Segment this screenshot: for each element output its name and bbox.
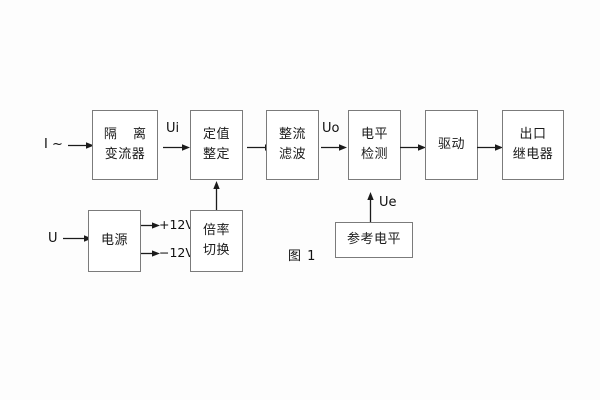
arrow-drive-to-output-relay xyxy=(477,144,503,151)
label-uo: Uo xyxy=(322,121,340,136)
block-rectify-line-2: 滤波 xyxy=(278,147,306,162)
block-reference-line-1: 参考电平 xyxy=(346,231,401,247)
block-multiplier-switch[interactable]: 倍率 切换 xyxy=(190,210,243,272)
label-supply-positive: +12V xyxy=(159,217,194,232)
arrow-multiplier-to-setting xyxy=(213,181,220,210)
block-multiplier-line-1: 倍率 xyxy=(202,222,230,238)
block-power-supply[interactable]: 电源 xyxy=(88,210,141,272)
arrow-supply-negative xyxy=(141,250,160,257)
block-multiplier-line-2: 切换 xyxy=(202,243,230,258)
block-level-detect-line-1: 电平 xyxy=(360,126,388,142)
block-output-relay[interactable]: 出口 继电器 xyxy=(502,110,564,180)
block-isolation-line-1: 隔 离 xyxy=(103,126,153,142)
block-setting-line-2: 整定 xyxy=(202,147,230,162)
block-drive-line-1: 驱动 xyxy=(437,136,465,152)
block-drive[interactable]: 驱动 xyxy=(425,110,478,180)
arrow-level-detect-to-drive xyxy=(400,144,426,151)
block-level-detection[interactable]: 电平 检测 xyxy=(348,110,401,180)
block-rectify-filter[interactable]: 整流 滤波 xyxy=(266,110,319,180)
arrow-current-to-isolation xyxy=(68,142,94,149)
block-output-relay-line-1: 出口 xyxy=(519,126,547,142)
label-supply-negative: −12V xyxy=(159,245,194,260)
label-voltage-input: U xyxy=(48,231,58,246)
block-level-detect-line-2: 检测 xyxy=(360,147,388,162)
label-current-input: I ~ xyxy=(44,137,63,152)
block-power-line-1: 电源 xyxy=(100,232,128,248)
block-output-relay-line-2: 继电器 xyxy=(512,147,554,162)
arrow-reference-to-level-detect xyxy=(367,192,374,222)
figure-caption: 图 1 xyxy=(288,249,317,264)
block-setting-adjust[interactable]: 定值 整定 xyxy=(190,110,243,180)
block-reference-level[interactable]: 参考电平 xyxy=(335,222,413,258)
arrow-rectify-to-level-detect xyxy=(321,144,347,151)
arrow-supply-positive xyxy=(141,222,160,229)
block-setting-line-1: 定值 xyxy=(202,126,230,142)
label-ui: Ui xyxy=(166,121,180,136)
arrow-isolation-to-setting xyxy=(163,144,190,151)
block-isolation-line-2: 变流器 xyxy=(104,147,146,162)
block-isolation-transformer[interactable]: 隔 离 变流器 xyxy=(92,110,158,180)
block-rectify-line-1: 整流 xyxy=(278,126,306,142)
label-ue: Ue xyxy=(379,195,397,210)
